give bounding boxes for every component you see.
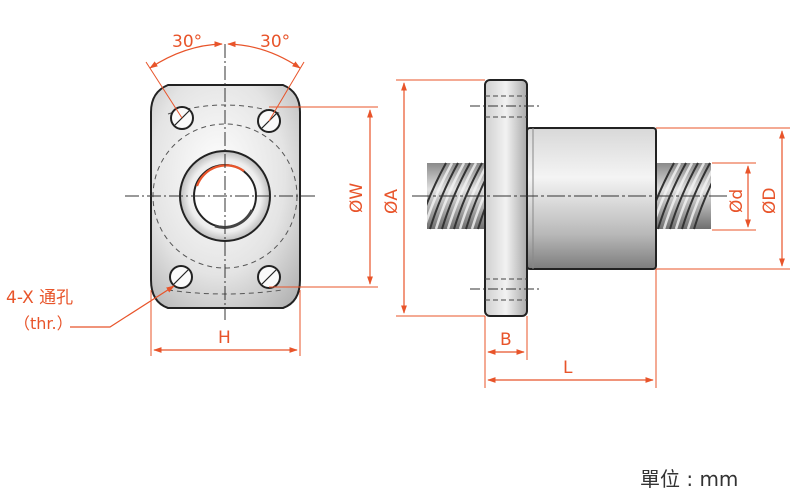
dim-A: ØA	[382, 79, 485, 317]
bore-highlight	[195, 164, 245, 187]
dim-A-label: ØA	[382, 189, 402, 214]
angle-dimensions: 30° 30°	[145, 32, 305, 122]
nut-cylinder	[526, 127, 657, 270]
bore-shadow	[214, 209, 254, 229]
flange-hole-hidden-lines	[485, 95, 527, 301]
front-view	[125, 44, 318, 320]
dim-L: L	[484, 269, 657, 388]
side-view	[412, 79, 728, 317]
dim-D: ØD	[656, 127, 790, 270]
nut-flange	[484, 79, 528, 317]
dim-D-label: ØD	[760, 188, 780, 214]
unit-label: 單位 : mm	[640, 467, 738, 491]
dim-W: ØW	[269, 106, 378, 288]
angle-arc-left	[149, 41, 223, 69]
dim-d: Ød	[712, 162, 756, 231]
dim-d-label: Ød	[727, 189, 747, 213]
angle-label-left: 30°	[172, 32, 202, 52]
dim-B-label: B	[500, 330, 512, 350]
hole-label-line2: （thr.）	[14, 314, 73, 333]
dim-B: B	[484, 316, 528, 360]
angle-arc-right	[227, 41, 301, 69]
hole-label-line1: 4-X 通孔	[6, 288, 73, 308]
dim-W-label: ØW	[347, 183, 367, 213]
hole-leader: 4-X 通孔 （thr.）	[6, 285, 175, 333]
angle-label-right: 30°	[260, 32, 290, 52]
dim-L-label: L	[563, 358, 573, 378]
dim-H-label: H	[218, 328, 231, 348]
dim-H: H	[150, 290, 301, 356]
